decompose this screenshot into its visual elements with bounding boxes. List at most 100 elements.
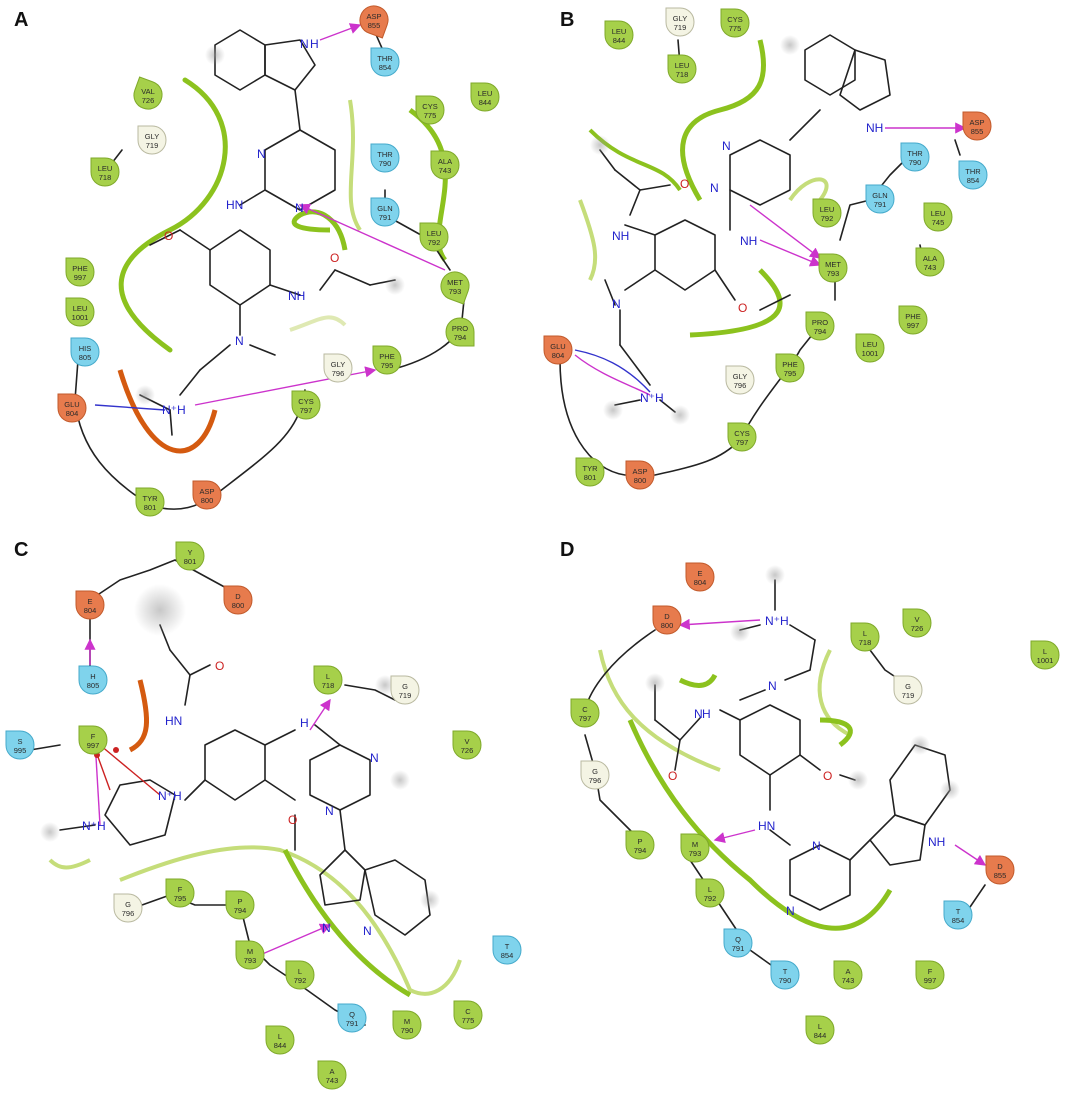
residue-number: 719 [399, 691, 412, 700]
svg-text:O: O [680, 177, 689, 191]
pocket-line [817, 649, 851, 737]
svg-text:N: N [612, 297, 621, 311]
residue-marker [135, 487, 165, 517]
residue-number: 796 [589, 776, 602, 785]
residue-name: L [863, 629, 867, 638]
pocket-line [678, 673, 718, 688]
svg-text:N: N [325, 804, 334, 818]
svg-text:N⁺H: N⁺H [765, 614, 789, 628]
panel-label-d: D [560, 539, 574, 561]
residue-name: GLY [145, 132, 159, 141]
residue-number: 792 [704, 894, 717, 903]
residue-marker [370, 47, 400, 77]
residue-number: 743 [924, 263, 937, 272]
residue-marker [962, 111, 992, 141]
residue-number: 792 [294, 976, 307, 985]
residue-marker [805, 1015, 835, 1045]
panel-d: D [560, 539, 1060, 1045]
pocket-line [689, 268, 783, 338]
residue-number: 791 [379, 213, 392, 222]
residue-number: 1001 [1037, 656, 1054, 665]
residue-marker [723, 928, 753, 958]
residue-marker [818, 253, 848, 283]
residue-name: ASP [632, 467, 647, 476]
residue-name: V [464, 737, 469, 746]
residue-number: 718 [859, 638, 872, 647]
residue-marker [923, 202, 953, 232]
residue-number: 794 [454, 333, 467, 342]
svg-text:N: N [370, 751, 379, 765]
residue-name: HIS [79, 344, 92, 353]
residue-number: 790 [909, 158, 922, 167]
residue-number: 800 [232, 601, 245, 610]
residue-number: 795 [784, 369, 797, 378]
residue-name: E [697, 569, 702, 578]
residue-marker [165, 878, 195, 908]
residue-name: PRO [812, 318, 828, 327]
residue-number: 855 [994, 871, 1007, 880]
svg-text:N: N [768, 679, 777, 693]
residue-marker [667, 54, 697, 84]
svg-text:HN: HN [758, 819, 775, 833]
svg-text:N⁺H: N⁺H [162, 403, 186, 417]
pocket-line [627, 719, 893, 931]
residue-marker [492, 935, 522, 965]
backbone [967, 884, 986, 911]
residue-marker [725, 365, 755, 395]
residue-marker [902, 608, 932, 638]
residue-number: 796 [734, 381, 747, 390]
residue-number: 794 [814, 327, 827, 336]
residue-marker [113, 893, 143, 923]
panel-label-a: A [14, 9, 28, 31]
residue-marker [575, 457, 605, 487]
residue-name: Q [735, 935, 741, 944]
residue-name: L [1043, 647, 1047, 656]
svg-text:NH: NH [928, 835, 945, 849]
residue-name: GLU [64, 400, 79, 409]
residue-name: LEU [820, 205, 835, 214]
indole-pyrrole [264, 39, 316, 91]
residue-number: 726 [142, 96, 155, 105]
residue-number: 854 [501, 951, 514, 960]
residue-name: LEU [931, 209, 946, 218]
residue-name: LEU [675, 61, 690, 70]
residue-marker [915, 247, 945, 277]
residue-name: L [818, 1022, 822, 1031]
svg-text:HN: HN [165, 714, 182, 728]
residue-name: GLY [673, 14, 687, 23]
residue-number: 997 [924, 976, 937, 985]
residue-marker [392, 1010, 422, 1040]
residue-number: 719 [674, 23, 687, 32]
residue-name: D [664, 612, 670, 621]
residue-number: 743 [326, 1076, 339, 1085]
residue-number: 844 [274, 1041, 287, 1050]
residue-marker [285, 960, 315, 990]
svg-text:NH: NH [288, 289, 305, 303]
residue-name: G [905, 682, 911, 691]
residue-marker [720, 8, 750, 38]
residue-marker [372, 345, 402, 375]
residue-number: 795 [174, 894, 187, 903]
svg-text:NH: NH [612, 229, 629, 243]
residue-number: 775 [462, 1016, 475, 1025]
residue-number: 804 [66, 409, 79, 418]
residue-number: 855 [368, 21, 381, 30]
residue-number: 805 [79, 353, 92, 362]
